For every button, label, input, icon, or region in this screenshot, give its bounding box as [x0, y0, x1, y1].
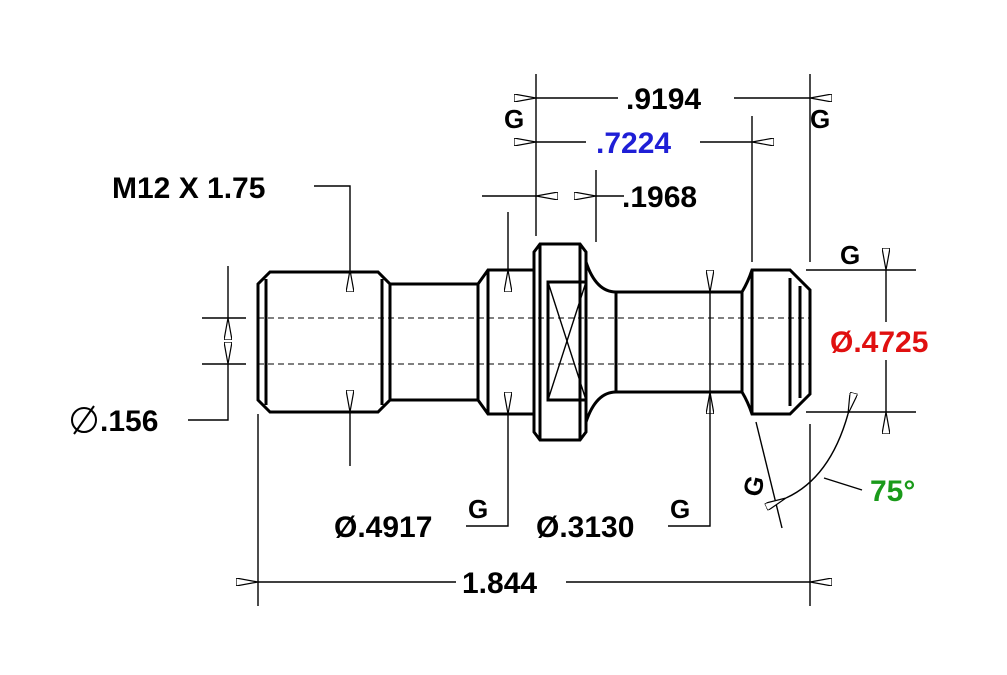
- g-marker-left-top: G: [504, 104, 524, 134]
- dia-3130-label: Ø.3130: [536, 511, 634, 544]
- flange-section: [532, 242, 588, 442]
- angle-label: 75°: [870, 475, 915, 508]
- length-7224-label: .7224: [596, 127, 671, 160]
- thread-section: [256, 270, 392, 414]
- bore-dia-label: .156: [71, 405, 158, 438]
- g-marker-right-top: G: [810, 104, 830, 134]
- g-marker-collar: G: [468, 494, 488, 524]
- dia-4725-label: Ø.4725: [830, 326, 928, 359]
- g-marker-head: G: [840, 240, 860, 270]
- thread-label: M12 X 1.75: [112, 172, 265, 205]
- g-marker-shank: G: [670, 494, 690, 524]
- collar-section: [476, 268, 536, 416]
- dia-4917-label: Ø.4917: [334, 511, 432, 544]
- bore-dia-value: .156: [100, 405, 158, 438]
- dimension-lines: [188, 74, 916, 606]
- length-9194-label: .9194: [626, 83, 701, 116]
- overall-length-label: 1.844: [462, 567, 537, 600]
- circle-slash-icon: [71, 405, 97, 435]
- g-marker-angle: G: [737, 473, 771, 500]
- length-1968-label: .1968: [622, 181, 697, 214]
- part-outline: [256, 242, 812, 442]
